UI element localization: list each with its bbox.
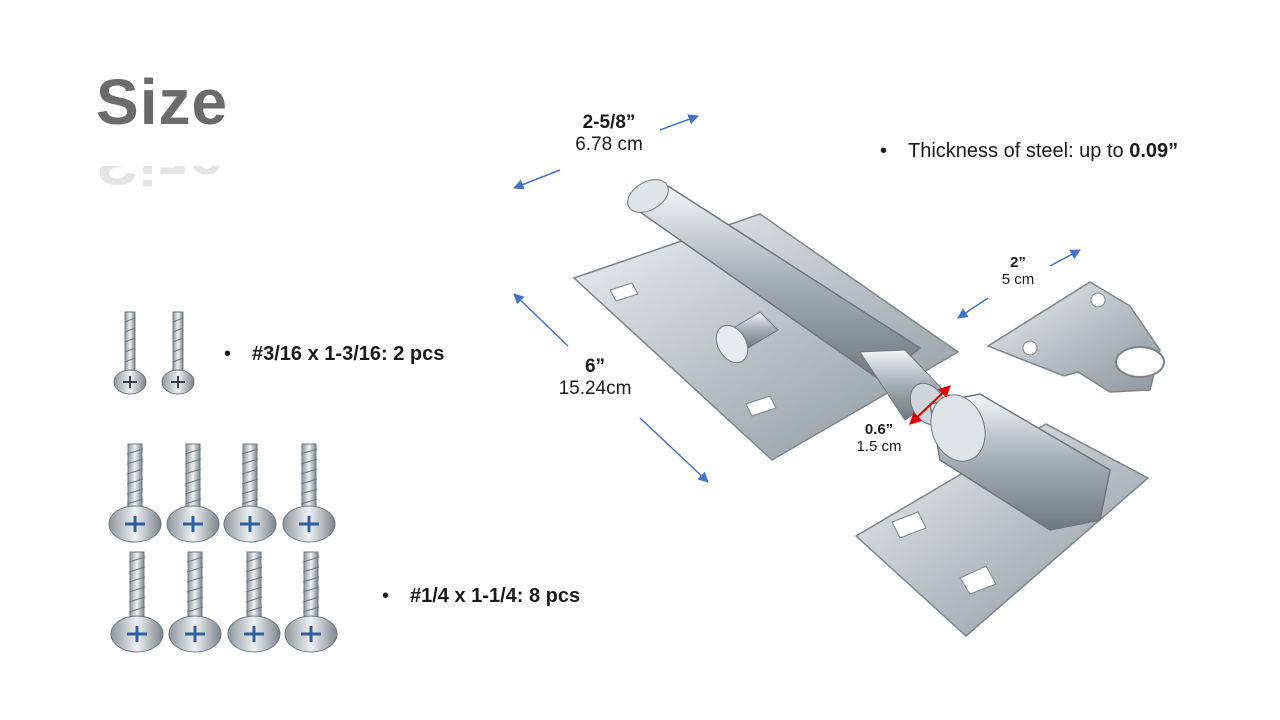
- latch-knob: [715, 311, 779, 364]
- thickness-value: 0.09”: [1129, 140, 1179, 162]
- bullet-dot: •: [224, 343, 232, 365]
- keeper-plate: [986, 281, 1165, 393]
- keeper-inch: 2”: [1010, 254, 1026, 271]
- width-arrow-left: [513, 169, 561, 190]
- large-screw: [166, 443, 220, 543]
- large-screw: [110, 551, 164, 653]
- small-screw: [161, 311, 195, 395]
- bullet-dot: •: [382, 585, 390, 607]
- width-cm: 6.78 cm: [575, 134, 643, 155]
- thickness-bullet: • Thickness of steel: up to 0.09”: [880, 140, 1178, 163]
- length-cm: 15.24cm: [558, 378, 632, 399]
- small-screws-text: #3/16 x 1-3/16: 2 pcs: [252, 343, 445, 365]
- small-screw: [113, 311, 147, 395]
- keeper-arrow-left: [957, 297, 989, 319]
- large-screw: [282, 443, 336, 543]
- strike-receiver: [854, 393, 1150, 638]
- large-screw: [168, 551, 222, 653]
- large-screw: [223, 443, 277, 543]
- length-arrow-down: [639, 417, 709, 483]
- keeper-arrow-right: [1049, 249, 1081, 267]
- bullet-dot: •: [880, 140, 888, 162]
- large-screws: [108, 443, 338, 653]
- keeper-cm: 5 cm: [1001, 271, 1035, 288]
- bolt-cm: 1.5 cm: [856, 438, 902, 455]
- thickness-text: Thickness of steel: up to: [908, 140, 1130, 162]
- large-screws-text: #1/4 x 1-1/4: 8 pcs: [410, 585, 581, 607]
- keeper-dimension-label: 2” 5 cm: [986, 254, 1050, 288]
- width-dimension-label: 2-5/8” 6.78 cm: [548, 112, 670, 156]
- width-arrow-right: [659, 114, 699, 131]
- small-screws: [113, 311, 195, 395]
- length-dimension-label: 6” 15.24cm: [540, 356, 650, 400]
- bolt-dimension-label: 0.6” 1.5 cm: [844, 421, 914, 455]
- width-inch: 2-5/8”: [582, 112, 636, 133]
- small-screws-bullet: • #3/16 x 1-3/16: 2 pcs: [224, 343, 444, 366]
- large-screw: [284, 551, 338, 653]
- large-screw: [227, 551, 281, 653]
- length-arrow-up: [513, 293, 569, 347]
- large-screw: [108, 443, 162, 543]
- length-inch: 6”: [584, 356, 606, 377]
- slide-title: Size: [96, 66, 229, 138]
- bolt-diameter-arrow: [909, 385, 951, 425]
- large-screws-bullet: • #1/4 x 1-1/4: 8 pcs: [382, 585, 580, 608]
- bolt-inch: 0.6”: [864, 421, 894, 438]
